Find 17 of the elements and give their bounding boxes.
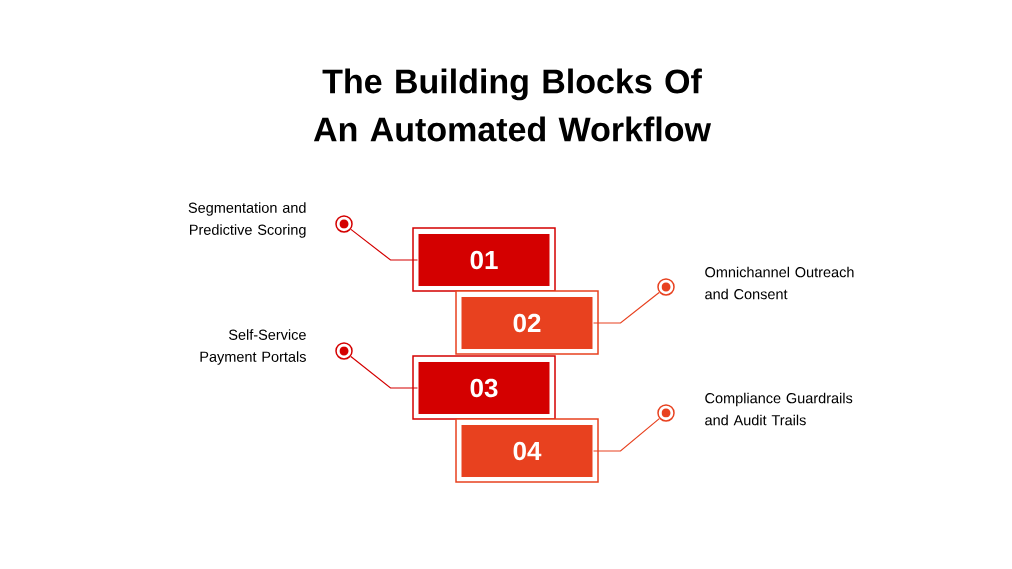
step-label: Self-Service Payment Portals <box>200 329 306 365</box>
step-label: Segmentation and Predictive Scoring <box>188 202 306 238</box>
leader-line <box>592 418 660 452</box>
step-label: Omnichannel Outreach and Consent <box>705 266 854 300</box>
step-label: Compliance Guardrails and Audit Trails <box>705 392 853 426</box>
number-box: 03 <box>412 355 556 420</box>
leader-line <box>350 228 419 261</box>
circle-marker <box>657 404 675 422</box>
circle-marker <box>657 278 675 296</box>
number-box: 01 <box>412 227 556 292</box>
title: The Building Blocks Of An Automated Workflow <box>313 68 712 142</box>
circle-marker <box>335 215 353 233</box>
leader-line <box>592 291 660 324</box>
circle-marker <box>335 342 353 360</box>
leader-line <box>350 355 419 389</box>
number-box: 02 <box>455 290 599 355</box>
number-box: 04 <box>455 418 599 483</box>
